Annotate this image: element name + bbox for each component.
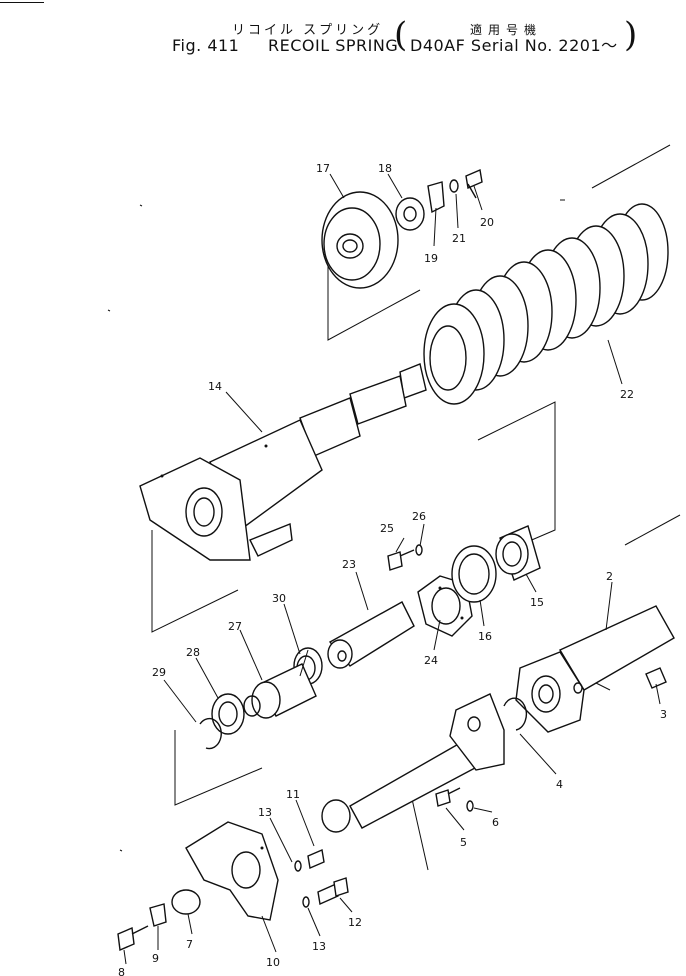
- callout-9: 9: [152, 952, 159, 965]
- callout-22: 22: [620, 388, 634, 401]
- part-rod-with-yoke: [321, 693, 505, 833]
- part-2-cylinder-tube: [515, 605, 675, 733]
- japanese-applicability-label: 適用号機: [470, 23, 543, 37]
- part-11-bolt: [307, 849, 325, 869]
- part-4-snap-ring: [503, 697, 528, 731]
- part-8-bolt: [117, 925, 149, 952]
- callout-3: 3: [660, 708, 667, 721]
- callout-2: 2: [606, 570, 613, 583]
- callout-4: 4: [556, 778, 563, 791]
- part-13-washer-upper: [294, 860, 302, 872]
- callout-29: 29: [152, 666, 166, 679]
- part-18-nut: [395, 197, 425, 231]
- callout-13-lower: 13: [312, 940, 326, 953]
- callout-25: 25: [380, 522, 394, 535]
- bracket-spring-top: [591, 144, 671, 189]
- callout-27: 27: [228, 620, 242, 633]
- callout-21: 21: [452, 232, 466, 245]
- bracket-group-17-21: [327, 262, 421, 341]
- part-16-bearing: [451, 545, 497, 603]
- part-20-bolt: [465, 169, 483, 199]
- callout-10: 10: [266, 956, 280, 969]
- part-17-spring-seat-disc: [321, 191, 399, 289]
- part-3-grease-fitting: [645, 667, 667, 689]
- part-22-recoil-spring: [423, 203, 669, 405]
- part-19-lock-plate: [427, 181, 445, 214]
- leader-lines: [123, 173, 661, 965]
- figure-title: RECOIL SPRING: [268, 36, 399, 55]
- callout-14: 14: [208, 380, 222, 393]
- figure-number: Fig. 411: [172, 36, 240, 55]
- part-9-clip: [149, 903, 167, 927]
- part-28-seal: [211, 693, 245, 735]
- part-21-washer: [449, 179, 459, 193]
- part-27-piston: [243, 663, 317, 719]
- part-23-rod: [327, 601, 415, 669]
- callout-15: 15: [530, 596, 544, 609]
- callout-20: 20: [480, 216, 494, 229]
- part-13-washer-lower: [302, 896, 310, 908]
- callout-8: 8: [118, 966, 125, 976]
- callout-23: 23: [342, 558, 356, 571]
- japanese-title: リコイル スプリング: [232, 23, 384, 38]
- part-6-washer: [466, 800, 474, 812]
- callout-11: 11: [286, 788, 300, 801]
- callout-19: 19: [424, 252, 438, 265]
- callout-7: 7: [186, 938, 193, 951]
- callout-numbers: 17 18 19 20 21 22 14 25 26 23 30 27 28 2…: [118, 162, 667, 976]
- part-7-pad: [171, 889, 201, 915]
- callout-30: 30: [272, 592, 286, 605]
- callout-18: 18: [378, 162, 392, 175]
- callout-16: 16: [478, 630, 492, 643]
- serial-applicability: D40AF Serial No. 2201～: [410, 36, 618, 55]
- callout-26: 26: [412, 510, 426, 523]
- part-15-bushing: [495, 525, 541, 581]
- part-12-bolt: [317, 877, 349, 906]
- callout-12: 12: [348, 916, 362, 929]
- callout-5: 5: [460, 836, 467, 849]
- top-rule: [0, 2, 44, 3]
- callout-13-upper: 13: [258, 806, 272, 819]
- part-10-bracket: [185, 821, 279, 921]
- close-parenthesis: ): [624, 15, 638, 55]
- callout-6: 6: [492, 816, 499, 829]
- part-5-bolt: [435, 787, 461, 807]
- callout-24: 24: [424, 654, 438, 667]
- part-14-cylinder: [139, 363, 427, 561]
- part-29-circlip: [199, 717, 222, 750]
- open-parenthesis: (: [394, 15, 408, 55]
- callout-28: 28: [186, 646, 200, 659]
- reference-lines: [107, 144, 681, 871]
- callout-17: 17: [316, 162, 330, 175]
- part-25-bolt: [387, 549, 415, 571]
- part-26-washer: [415, 544, 423, 556]
